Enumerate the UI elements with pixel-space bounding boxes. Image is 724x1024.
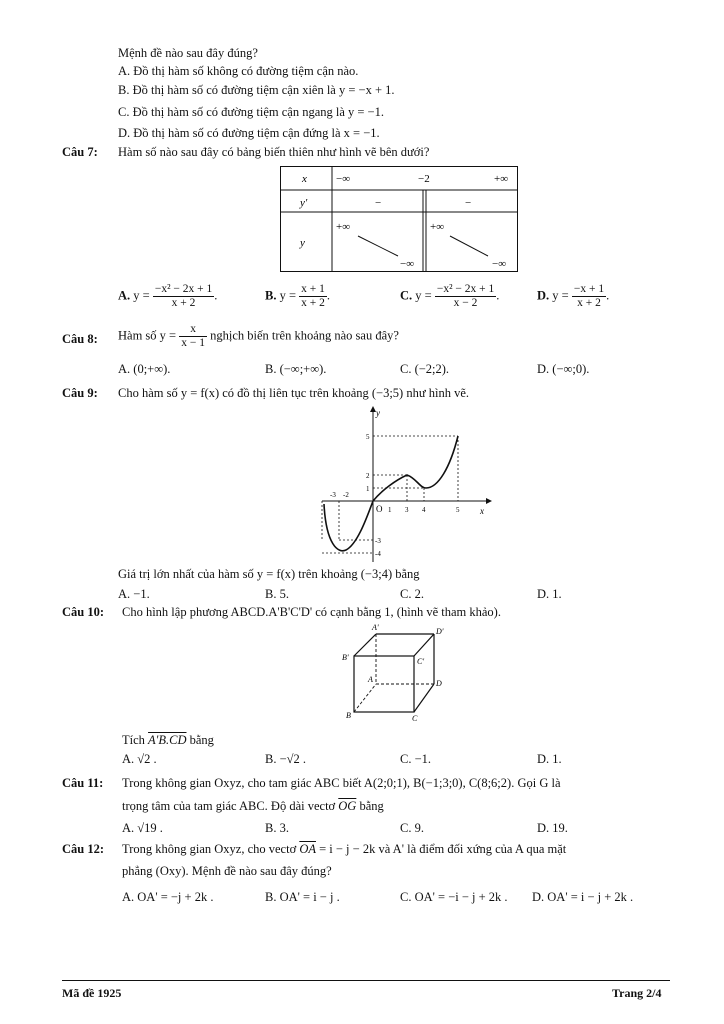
q11-option-c: C. 9. — [400, 821, 424, 835]
table-x-pos-inf: +∞ — [494, 173, 508, 185]
q7-label: Câu 7: — [62, 145, 98, 159]
vertex-c1: C' — [417, 657, 424, 666]
q11-option-b: B. 3. — [265, 821, 289, 835]
tick-x-1: 1 — [388, 506, 392, 514]
tick-y-1: 1 — [366, 485, 370, 493]
q11-line1: Trong không gian Oxyz, cho tam giác ABC … — [122, 776, 561, 790]
tick-x-4: 4 — [422, 506, 426, 514]
q9-option-b: B. 5. — [265, 587, 289, 601]
q12-option-b: B. OA' = i − j . — [265, 890, 340, 904]
origin-label: O — [376, 504, 383, 514]
q11-option-d: D. 19. — [537, 821, 568, 835]
q7-stem: Hàm số nào sau đây có bảng biến thiên nh… — [118, 145, 430, 159]
table-x-label: x — [301, 173, 307, 185]
table-y-bot-left: −∞ — [400, 258, 414, 270]
vertex-d: D — [435, 679, 442, 688]
x-axis-label: x — [479, 506, 484, 516]
table-x-m2: −2 — [418, 173, 430, 185]
q8-option-c: C. (−2;2). — [400, 362, 450, 376]
vertex-c: C — [412, 714, 418, 723]
q10-option-a: A. √2 . — [122, 752, 157, 766]
q10-option-c: C. −1. — [400, 752, 432, 766]
q12-option-d: D. OA' = i − j + 2k . — [532, 890, 634, 904]
vertex-b1: B' — [342, 653, 349, 662]
tick-y-5: 5 — [366, 433, 370, 441]
cube-figure: A' D' B' C' A D B C — [342, 623, 444, 723]
decreasing-arrow-left — [357, 235, 399, 257]
footer-exam-code: Mã đề 1925 — [62, 986, 122, 1000]
q12-line2: phẳng (Oxy). Mệnh đề nào sau đây đúng? — [122, 864, 332, 878]
q6-option-c: C. Đồ thị hàm số có đường tiệm cận ngang… — [118, 105, 384, 119]
q6-option-b: B. Đồ thị hàm số có đường tiệm cận xiên … — [118, 83, 395, 97]
table-y-top-left: +∞ — [336, 221, 350, 233]
q6-stem: Mệnh đề nào sau đây đúng? — [118, 46, 258, 60]
q12-line1: Trong không gian Oxyz, cho vectơ OA = i … — [122, 842, 567, 856]
tick-x-m2: -2 — [343, 491, 349, 499]
q6-option-d: D. Đồ thị hàm số có đường tiệm cận đứng … — [118, 126, 380, 140]
q10-label: Câu 10: — [62, 605, 105, 619]
q6-option-a: A. Đồ thị hàm số không có đường tiệm cận… — [118, 64, 359, 78]
tick-y-m3: -3 — [375, 537, 381, 545]
q8-option-b: B. (−∞;+∞). — [265, 362, 327, 376]
tick-x-m3: -3 — [330, 491, 336, 499]
table-yp-label: y' — [299, 197, 308, 209]
vertex-a1: A' — [371, 623, 379, 632]
q11-option-a: A. √19 . — [122, 821, 163, 835]
q9-option-d: D. 1. — [537, 587, 562, 601]
q9-label: Câu 9: — [62, 386, 98, 400]
q9-option-a: A. −1. — [118, 587, 150, 601]
variation-table: x −∞ −2 +∞ y' − − y +∞ −∞ +∞ −∞ — [280, 166, 518, 272]
q11-label: Câu 11: — [62, 776, 104, 790]
vertex-d1: D' — [435, 627, 444, 636]
table-y-top-right: +∞ — [430, 221, 444, 233]
function-graph: y x O -3 -2 1 3 4 5 5 2 1 -3 -4 — [321, 406, 492, 562]
q10-ask: Tích A'B.CD bằng — [122, 733, 214, 747]
table-y-bot-right: −∞ — [492, 258, 506, 270]
tick-y-m4: -4 — [375, 550, 381, 558]
tick-x-3: 3 — [405, 506, 409, 514]
table-x-neg-inf: −∞ — [336, 173, 350, 185]
function-curve — [323, 435, 459, 552]
q8-label: Câu 8: — [62, 332, 98, 346]
y-axis-label: y — [375, 408, 380, 418]
q8-option-a: A. (0;+∞). — [118, 362, 171, 376]
table-yp-minus-1: − — [375, 197, 381, 209]
q9-ask: Giá trị lớn nhất của hàm số y = f(x) trê… — [118, 567, 420, 581]
q11-line2: trọng tâm của tam giác ABC. Độ dài vectơ… — [122, 799, 384, 813]
q12-option-a: A. OA' = −j + 2k . — [122, 890, 214, 904]
q8-option-d: D. (−∞;0). — [537, 362, 590, 376]
q9-option-c: C. 2. — [400, 587, 424, 601]
q12-label: Câu 12: — [62, 842, 105, 856]
q9-stem: Cho hàm số y = f(x) có đồ thị liên tục t… — [118, 386, 470, 400]
footer-page-number: Trang 2/4 — [612, 986, 662, 1000]
tick-y-2: 2 — [366, 472, 370, 480]
table-yp-minus-2: − — [465, 197, 471, 209]
table-y-label: y — [299, 237, 305, 249]
tick-x-5: 5 — [456, 506, 460, 514]
vertex-a: A — [367, 675, 373, 684]
vertex-b: B — [346, 711, 351, 720]
q12-option-c: C. OA' = −i − j + 2k . — [400, 890, 508, 904]
decreasing-arrow-right — [449, 235, 489, 257]
q10-option-d: D. 1. — [537, 752, 562, 766]
q10-stem: Cho hình lập phương ABCD.A'B'C'D' có cạn… — [122, 605, 501, 619]
q10-option-b: B. −√2 . — [265, 752, 306, 766]
footer-divider — [62, 980, 670, 981]
